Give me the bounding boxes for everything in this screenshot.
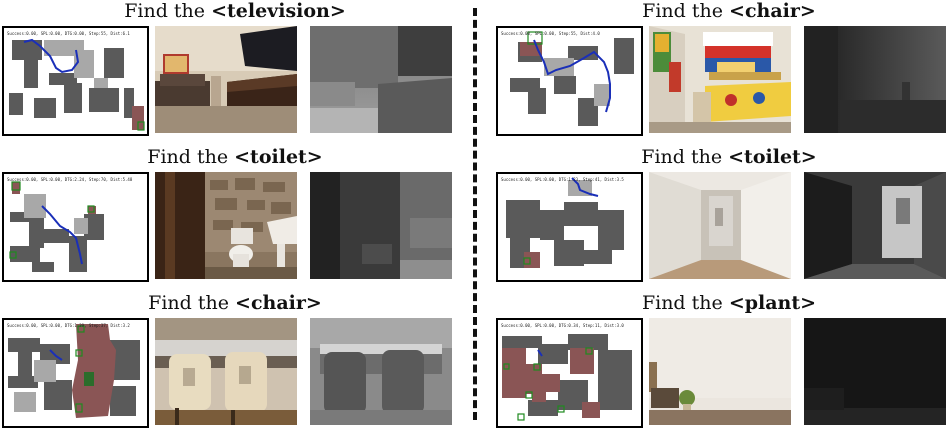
target-object: <television>	[211, 0, 346, 22]
panel-title: Find the <chair>	[494, 0, 947, 22]
map-status-text: Success:0.00, SPL:0.00, DTG:1.23, Step:4…	[501, 177, 624, 182]
panel-toilet-left: Find the <toilet> Success:0.00, SPL:0.00…	[0, 146, 470, 288]
target-object: <chair>	[729, 0, 816, 22]
map-status-text: Success:0.00, SPL:0.00, DTG:2.24, Step:7…	[7, 177, 133, 182]
panel-title: Find the <television>	[0, 0, 470, 22]
depth-observation	[804, 172, 946, 279]
map-status-text: Success:0.00, SPL:0.00, DTG:1.39, Step:3…	[7, 323, 130, 328]
title-prefix: Find the	[641, 292, 723, 314]
top-down-map: Success:0.00, SPL:0.00, DTG:1.23, Step:4…	[496, 172, 643, 282]
target-object: <toilet>	[728, 146, 817, 168]
map-status-text: Success:0.00, SPL:0.00, Step:55, Dist:4.…	[501, 31, 600, 36]
top-down-map: Success:0.00, SPL:0.00, DTG:0.34, Step:1…	[496, 318, 643, 428]
panel-television: Find the <television> Success:0.00, SPL:…	[0, 0, 470, 142]
depth-observation	[310, 172, 452, 279]
top-down-map: Success:0.00, SPL:0.00, DTG:1.39, Step:3…	[2, 318, 149, 428]
title-prefix: Find the	[147, 146, 229, 168]
rgb-observation	[649, 318, 791, 425]
rgb-observation	[155, 318, 297, 425]
map-status-text: Success:0.00, SPL:0.00, DTG:0.34, Step:1…	[501, 323, 624, 328]
title-prefix: Find the	[148, 292, 229, 314]
target-object: <chair>	[235, 292, 322, 314]
depth-observation	[804, 26, 946, 133]
column-divider	[473, 8, 477, 420]
top-down-map: Success:0.00, SPL:0.00, Step:55, Dist:4.…	[496, 26, 643, 136]
panel-title: Find the <chair>	[0, 292, 470, 314]
depth-observation	[804, 318, 946, 425]
map-status-text: Success:0.00, SPL:0.00, DTG:0.00, Step:5…	[7, 31, 130, 36]
title-prefix: Find the	[124, 0, 206, 22]
rgb-observation	[155, 172, 297, 279]
top-down-map: Success:0.00, SPL:0.00, DTG:2.24, Step:7…	[2, 172, 149, 282]
depth-observation	[310, 26, 452, 133]
rgb-observation	[649, 172, 791, 279]
target-object: <plant>	[728, 292, 817, 314]
target-object: <toilet>	[234, 146, 323, 168]
top-down-map: Success:0.00, SPL:0.00, DTG:0.00, Step:5…	[2, 26, 149, 136]
title-prefix: Find the	[641, 146, 723, 168]
panel-title: Find the <plant>	[494, 292, 947, 314]
panel-title: Find the <toilet>	[494, 146, 947, 168]
rgb-observation	[649, 26, 791, 133]
panel-plant: Find the <plant> Success:0.00, SPL:0.00,…	[494, 292, 947, 434]
panel-toilet-right: Find the <toilet> Success:0.00, SPL:0.00…	[494, 146, 947, 288]
title-prefix: Find the	[642, 0, 723, 22]
panel-chair-right: Find the <chair> Success:0.00, SPL:0.00,…	[494, 0, 947, 142]
panel-chair-left: Find the <chair> Success:0.00, SPL:0.00,…	[0, 292, 470, 434]
depth-observation	[310, 318, 452, 425]
panel-title: Find the <toilet>	[0, 146, 470, 168]
rgb-observation	[155, 26, 297, 133]
